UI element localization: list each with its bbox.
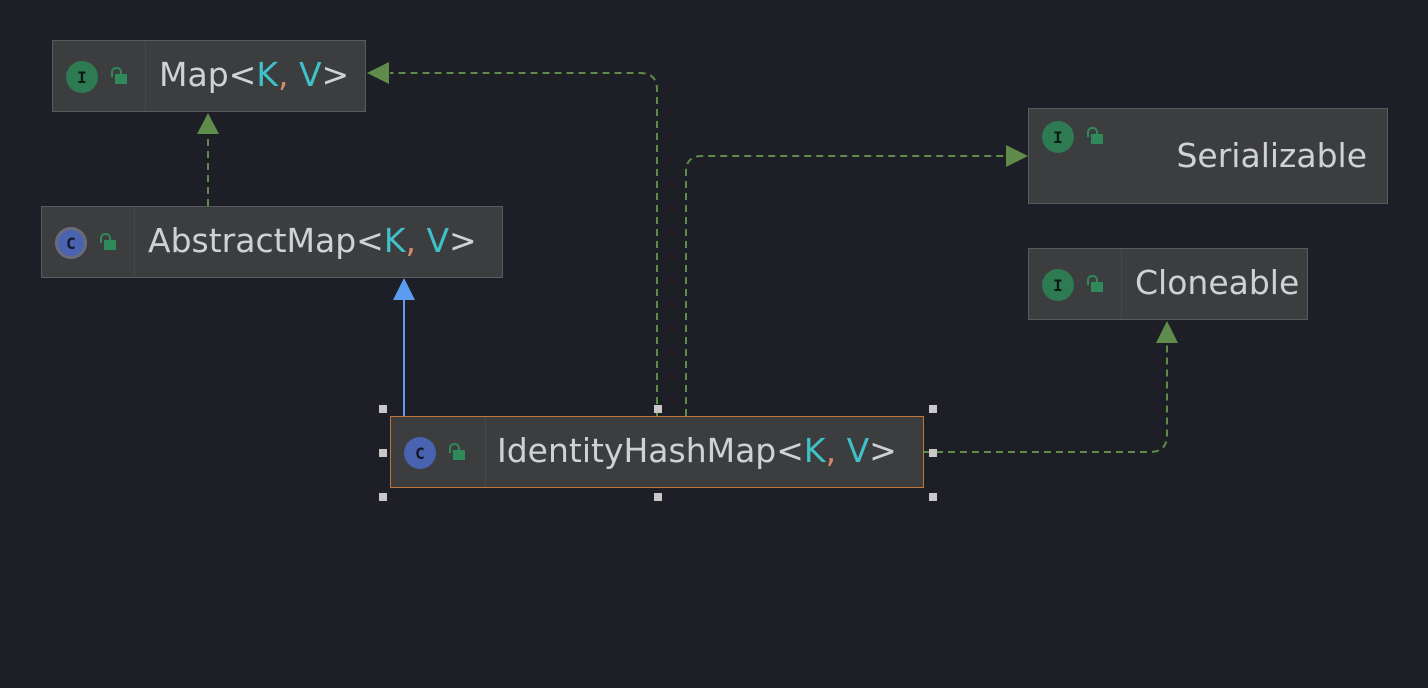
node-cloneable[interactable]: I Cloneable [1028, 248, 1308, 320]
type-param-k: K [256, 55, 278, 94]
interface-icon: I [1042, 121, 1074, 153]
class-name: AbstractMap [148, 221, 357, 260]
arrowhead-map-from-identityhashmap [367, 62, 389, 84]
generic-open: < [228, 55, 257, 94]
resize-handle-top-right[interactable] [929, 405, 937, 413]
generic-separator: , [277, 55, 289, 94]
node-separator [485, 418, 486, 486]
node-abstractmap[interactable]: C AbstractMap<K, V> [41, 206, 503, 278]
edge-identityhashmap-to-map [390, 72, 658, 416]
node-map[interactable]: I Map<K, V> [52, 40, 366, 112]
type-param-k: K [803, 431, 826, 470]
node-separator [134, 208, 135, 276]
arrowhead-map-from-abstractmap [197, 113, 219, 134]
resize-handle-bottom[interactable] [654, 493, 662, 501]
node-serializable[interactable]: I Serializable [1028, 108, 1388, 204]
generic-close: > [321, 55, 350, 94]
resize-handle-top-left[interactable] [379, 405, 387, 413]
class-name: IdentityHashMap [497, 431, 777, 470]
edge-identityhashmap-to-cloneable [924, 343, 1168, 453]
abstract-class-icon: C [55, 227, 87, 259]
node-label: Map<K, V> [159, 55, 349, 94]
open-lock-icon [1087, 127, 1103, 145]
generic-open: < [776, 431, 804, 470]
open-lock-icon [100, 233, 116, 251]
type-param-v: V [846, 431, 870, 470]
open-lock-icon [449, 443, 465, 461]
generic-separator: , [825, 431, 837, 470]
generic-open: < [356, 221, 384, 260]
node-label: Cloneable [1135, 263, 1299, 302]
arrowhead-serializable [1006, 145, 1028, 167]
resize-handle-top[interactable] [654, 405, 662, 413]
interface-icon: I [1042, 269, 1074, 301]
node-label: IdentityHashMap<K, V> [497, 431, 897, 470]
node-label: AbstractMap<K, V> [148, 221, 477, 260]
resize-handle-left[interactable] [379, 449, 387, 457]
node-separator [145, 42, 146, 110]
class-name: Serializable [1176, 136, 1367, 175]
generic-close: > [449, 221, 477, 260]
resize-handle-bottom-right[interactable] [929, 493, 937, 501]
open-lock-icon [111, 67, 127, 85]
resize-handle-right[interactable] [929, 449, 937, 457]
node-identityhashmap[interactable]: C IdentityHashMap<K, V> [390, 416, 924, 488]
interface-icon: I [66, 61, 98, 93]
arrowhead-abstractmap-from-identityhashmap [393, 278, 415, 300]
generic-separator: , [405, 221, 416, 260]
class-icon: C [404, 437, 436, 469]
node-separator [1121, 250, 1122, 318]
class-name: Map [159, 55, 229, 94]
open-lock-icon [1087, 275, 1103, 293]
type-param-v: V [426, 221, 450, 260]
node-label: Serializable [1176, 136, 1367, 175]
type-param-v: V [298, 55, 322, 94]
edge-identityhashmap-to-serializable [685, 155, 1006, 416]
type-param-k: K [383, 221, 406, 260]
resize-handle-bottom-left[interactable] [379, 493, 387, 501]
arrowhead-cloneable [1156, 321, 1178, 343]
class-name: Cloneable [1135, 263, 1300, 302]
generic-close: > [869, 431, 897, 470]
